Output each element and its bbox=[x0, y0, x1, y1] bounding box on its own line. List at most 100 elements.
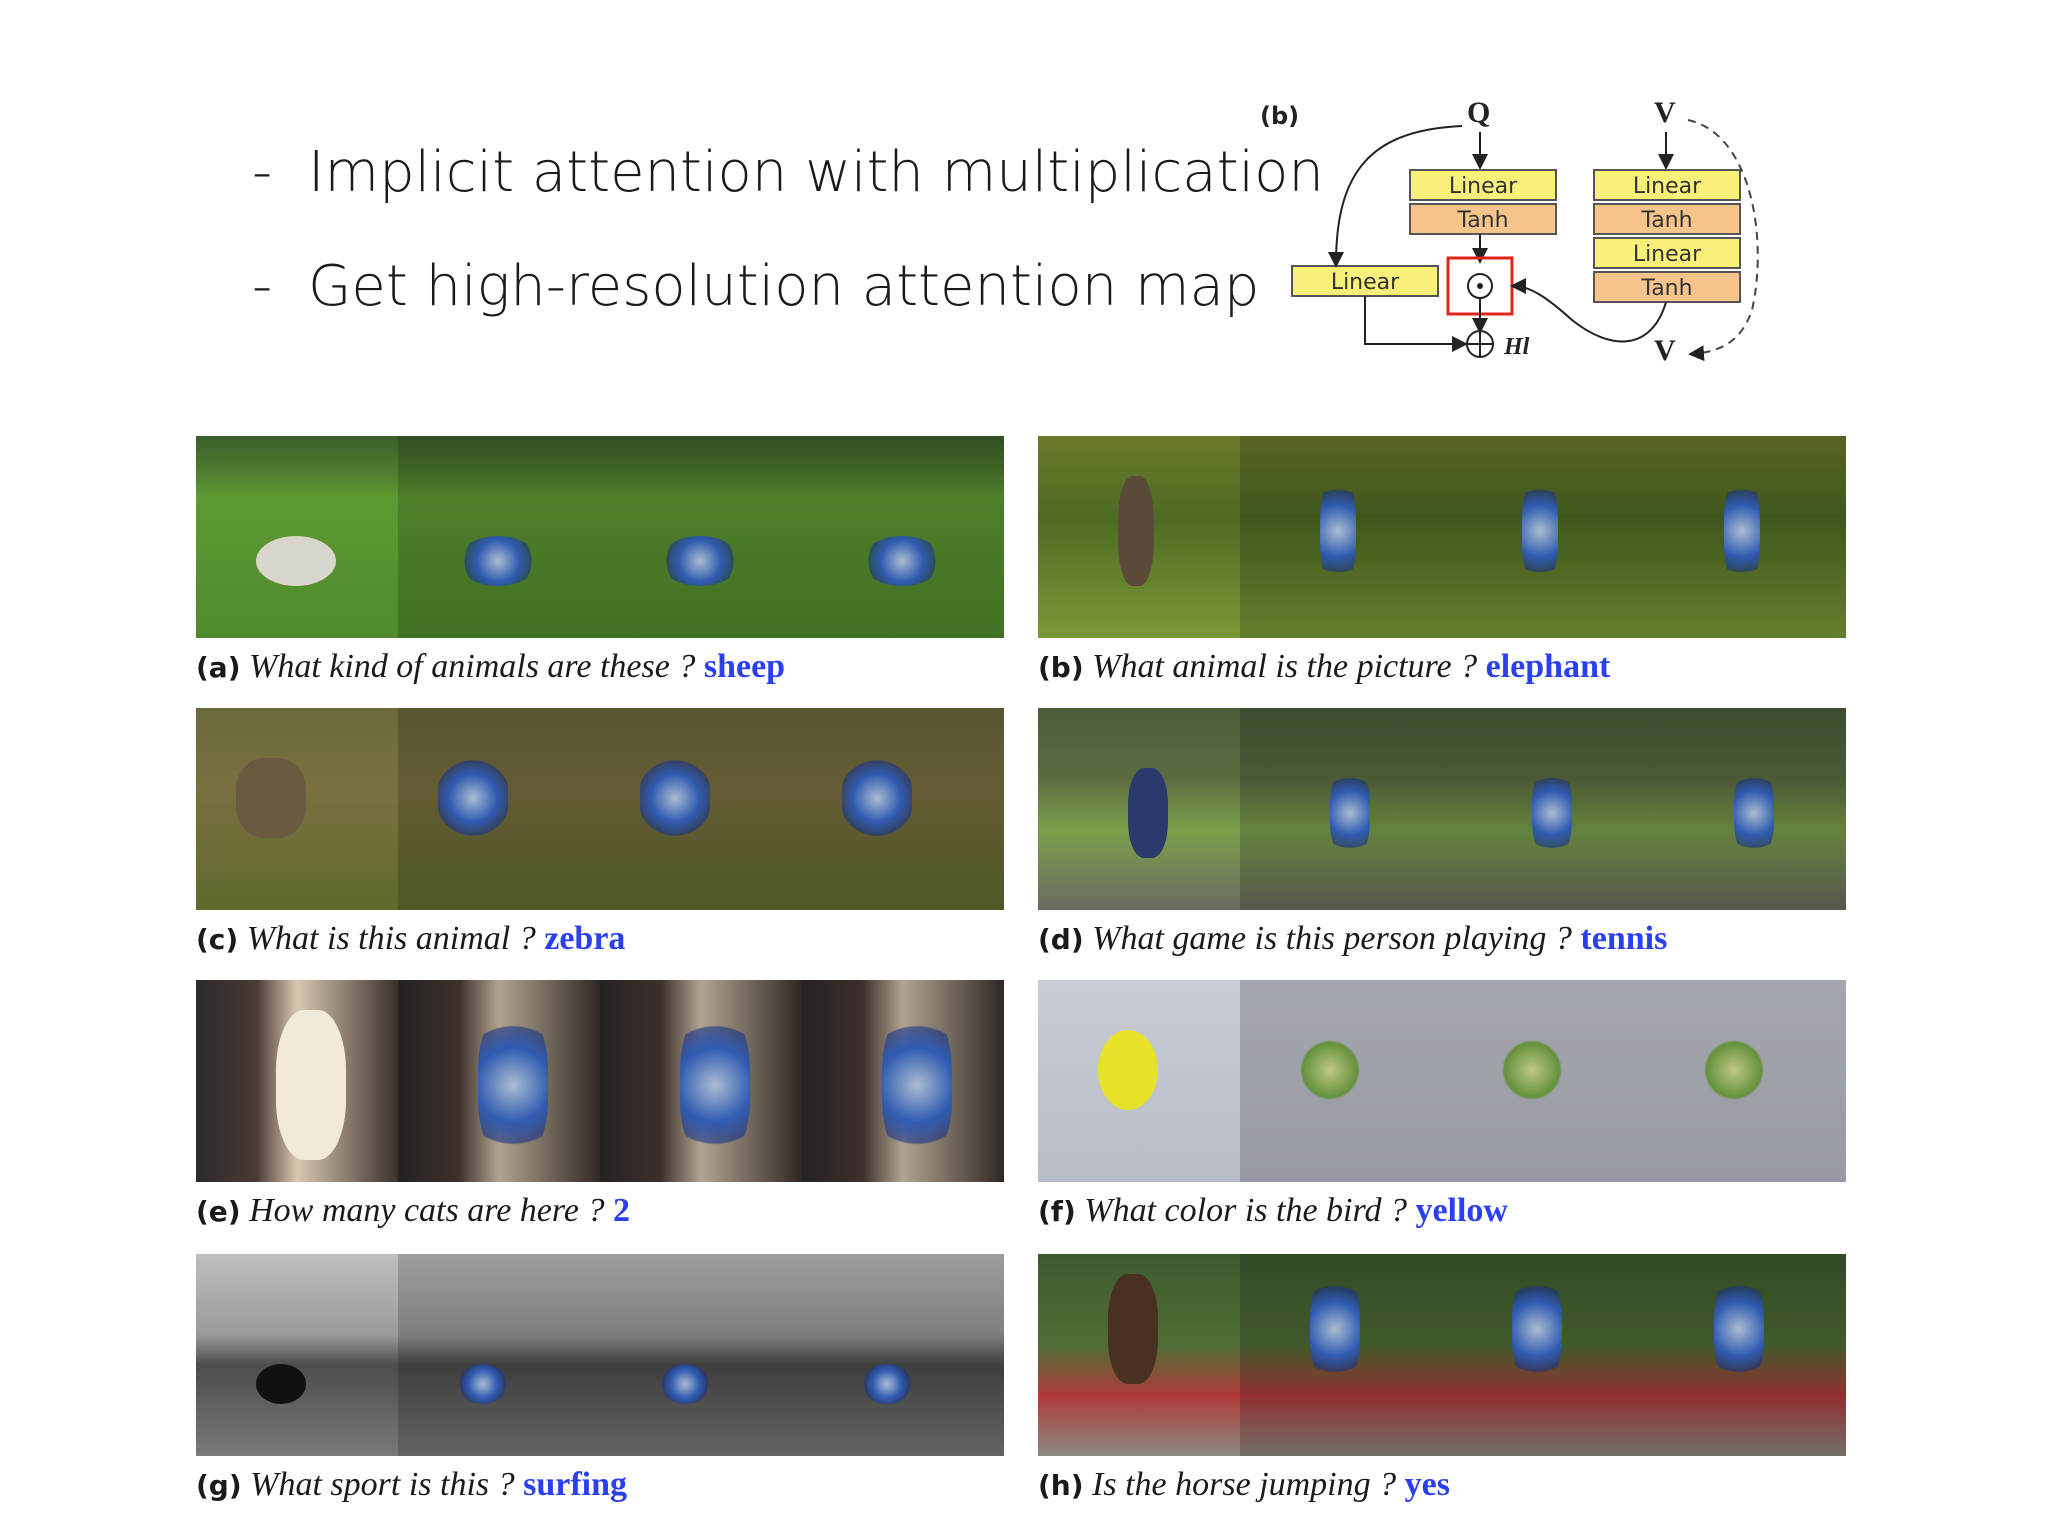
image-strip bbox=[1038, 1254, 1846, 1456]
attention-highlight bbox=[458, 1364, 508, 1404]
scene-subject bbox=[1118, 476, 1154, 586]
question-text: How many cats are here ? bbox=[249, 1192, 605, 1229]
architecture-diagram: (b) Q V Linear Tanh Linear Tanh Linear bbox=[1252, 90, 1792, 380]
answer-text: elephant bbox=[1485, 648, 1611, 685]
answer-text: zebra bbox=[544, 920, 626, 957]
attention-highlight bbox=[1532, 768, 1572, 858]
attention-map-image bbox=[1240, 708, 1442, 910]
bullet-dash: - bbox=[252, 140, 273, 205]
attention-map-image bbox=[1644, 708, 1846, 910]
image-strip bbox=[1038, 708, 1846, 910]
diagram-label: (b) bbox=[1260, 102, 1299, 130]
attention-map-image bbox=[398, 1254, 600, 1456]
attention-map-image bbox=[1442, 980, 1644, 1182]
attention-highlight bbox=[680, 1010, 750, 1160]
bullet-text: Implicit attention with multiplication bbox=[308, 140, 1324, 205]
right-tanh-box-2: Tanh bbox=[1593, 271, 1741, 303]
result-panel: (b) What animal is the picture ? elephan… bbox=[1038, 436, 1846, 698]
result-panel: (e) How many cats are here ? 2 bbox=[196, 980, 1004, 1242]
panel-caption: (e) How many cats are here ? 2 bbox=[196, 1192, 630, 1230]
panel-label: (h) bbox=[1038, 1469, 1084, 1502]
output-label: Hl bbox=[1503, 334, 1530, 360]
panel-caption: (h) Is the horse jumping ? yes bbox=[1038, 1466, 1450, 1504]
answer-text: surfing bbox=[523, 1466, 628, 1503]
attention-highlight bbox=[862, 1364, 912, 1404]
attention-highlight bbox=[1704, 1030, 1764, 1110]
image-strip bbox=[196, 980, 1004, 1182]
answer-text: yes bbox=[1404, 1466, 1450, 1503]
attention-highlight bbox=[660, 1364, 710, 1404]
attention-highlight bbox=[1734, 768, 1774, 858]
attention-highlight bbox=[862, 536, 942, 586]
svg-text:Linear: Linear bbox=[1331, 270, 1400, 295]
answer-text: yellow bbox=[1415, 1192, 1508, 1229]
attention-highlight bbox=[1330, 768, 1370, 858]
question-text: What animal is the picture ? bbox=[1092, 648, 1478, 685]
attention-highlight bbox=[842, 758, 912, 838]
attention-highlight bbox=[1512, 1274, 1562, 1384]
attention-map-image bbox=[600, 1254, 802, 1456]
panel-label: (b) bbox=[1038, 651, 1084, 684]
result-panel: (a) What kind of animals are these ? she… bbox=[196, 436, 1004, 698]
image-strip bbox=[196, 708, 1004, 910]
panel-caption: (a) What kind of animals are these ? she… bbox=[196, 648, 785, 686]
attention-map-image bbox=[802, 708, 1004, 910]
result-panel: (g) What sport is this ? surfing bbox=[196, 1254, 1004, 1516]
left-linear-box: Linear bbox=[1409, 169, 1557, 201]
question-text: What game is this person playing ? bbox=[1092, 920, 1572, 957]
scene-subject bbox=[1098, 1030, 1158, 1110]
original-image bbox=[196, 436, 398, 638]
right-linear-box-2: Linear bbox=[1593, 237, 1741, 269]
attention-highlight bbox=[1724, 476, 1760, 586]
attention-map-image bbox=[600, 708, 802, 910]
panel-label: (d) bbox=[1038, 923, 1084, 956]
original-image bbox=[196, 1254, 398, 1456]
panel-label: (e) bbox=[196, 1195, 241, 1228]
result-panel: (d) What game is this person playing ? t… bbox=[1038, 708, 1846, 970]
v-bottom-label: V bbox=[1654, 334, 1676, 367]
attention-map-image bbox=[398, 436, 600, 638]
scene-subject bbox=[1128, 768, 1168, 858]
original-image bbox=[1038, 436, 1240, 638]
scene-subject bbox=[1108, 1274, 1158, 1384]
attention-map-image bbox=[1644, 436, 1846, 638]
question-text: What sport is this ? bbox=[250, 1466, 515, 1503]
result-panel: (c) What is this animal ? zebra bbox=[196, 708, 1004, 970]
attention-map-image bbox=[398, 708, 600, 910]
panel-label: (g) bbox=[196, 1469, 242, 1502]
svg-text:Tanh: Tanh bbox=[1640, 208, 1692, 233]
image-strip bbox=[1038, 436, 1846, 638]
original-image bbox=[196, 708, 398, 910]
attention-highlight bbox=[1714, 1274, 1764, 1384]
attention-map-image bbox=[802, 980, 1004, 1182]
svg-text:Tanh: Tanh bbox=[1640, 276, 1692, 301]
attention-map-image bbox=[802, 436, 1004, 638]
q-label: Q bbox=[1467, 96, 1490, 129]
panel-label: (f) bbox=[1038, 1195, 1076, 1228]
original-image bbox=[1038, 1254, 1240, 1456]
attention-highlight bbox=[882, 1010, 952, 1160]
svg-text:Tanh: Tanh bbox=[1456, 208, 1508, 233]
image-strip bbox=[1038, 980, 1846, 1182]
original-image bbox=[1038, 980, 1240, 1182]
bullet-text: Get high-resolution attention map bbox=[308, 254, 1260, 319]
answer-text: 2 bbox=[612, 1192, 630, 1229]
scene-subject bbox=[276, 1010, 346, 1160]
attention-highlight bbox=[640, 758, 710, 838]
attention-map-image bbox=[1240, 980, 1442, 1182]
scene-subject bbox=[256, 1364, 306, 1404]
attention-highlight bbox=[1320, 476, 1356, 586]
result-panel: (f) What color is the bird ? yellow bbox=[1038, 980, 1846, 1242]
attention-map-image bbox=[802, 1254, 1004, 1456]
question-text: What kind of animals are these ? bbox=[249, 648, 696, 685]
panel-label: (c) bbox=[196, 923, 239, 956]
scene-subject bbox=[256, 536, 336, 586]
image-strip bbox=[196, 1254, 1004, 1456]
bullet-item: -Implicit attention with multiplication bbox=[252, 140, 1324, 205]
attention-map-image bbox=[1442, 436, 1644, 638]
panel-caption: (c) What is this animal ? zebra bbox=[196, 920, 625, 958]
left-tanh-box: Tanh bbox=[1409, 203, 1557, 235]
right-linear-box-1: Linear bbox=[1593, 169, 1741, 201]
image-strip bbox=[196, 436, 1004, 638]
attention-highlight bbox=[458, 536, 538, 586]
